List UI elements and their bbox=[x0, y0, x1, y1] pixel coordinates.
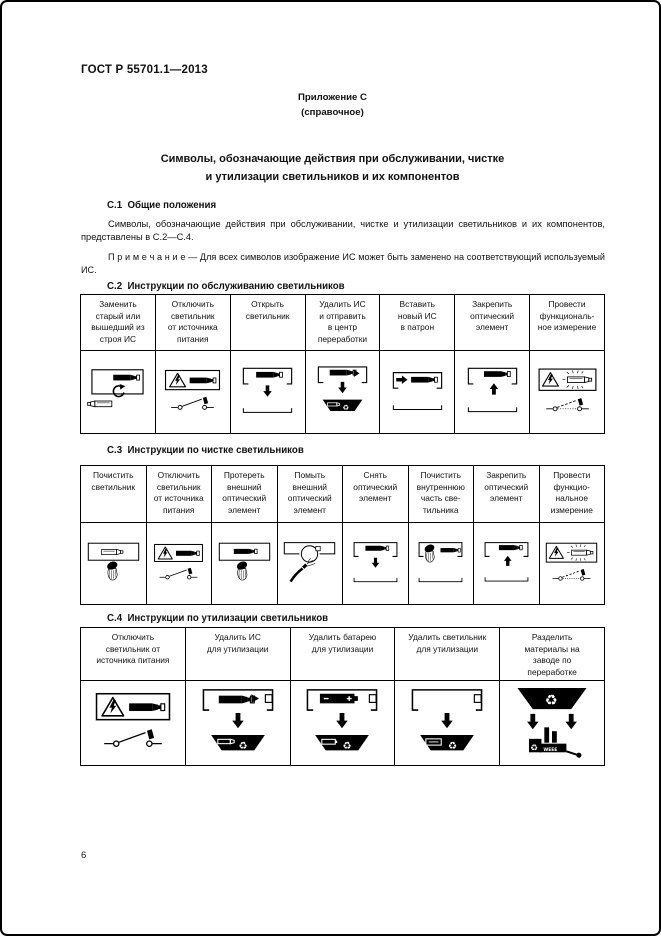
appendix-kind: (справочное) bbox=[301, 107, 364, 118]
section-c3-heading: С.3 Инструкции по чистке светильников bbox=[107, 445, 304, 456]
c2-header-cell: Заменить старый или вышедший из строя ИС bbox=[80, 294, 156, 351]
section-c2-heading: С.2 Инструкции по обслуживанию светильни… bbox=[107, 281, 345, 292]
c2-symbol-cell bbox=[80, 350, 156, 434]
c2-table: Заменить старый или вышедший из строя ИС… bbox=[80, 294, 605, 434]
c2-header-cell: Провести функциональ- ное измерение bbox=[529, 294, 605, 351]
clean-luminaire-icon bbox=[82, 526, 145, 602]
c3-header-cell: Отключить светильник от источника питани… bbox=[145, 465, 212, 523]
c4-symbol-cell bbox=[499, 680, 605, 767]
c3-header-cell: Помыть внешний оптический элемент bbox=[276, 465, 343, 523]
page-number: 6 bbox=[81, 850, 87, 861]
c4-symbol-cell bbox=[394, 680, 501, 767]
c3-symbol-cell bbox=[342, 522, 409, 605]
c3-symbol-cell bbox=[407, 522, 474, 605]
c2-symbol-cell bbox=[229, 350, 306, 434]
c2-header-cell: Закрепить оптический элемент bbox=[454, 294, 531, 351]
remove-lamp-to-recycling-icon bbox=[307, 354, 378, 431]
c3-symbol-row bbox=[80, 522, 605, 605]
c3-symbol-cell bbox=[473, 522, 540, 605]
c3-symbol-cell bbox=[211, 522, 278, 605]
fasten-optical-element-icon bbox=[475, 526, 538, 602]
section-c1-heading: С.1 Общие положения bbox=[107, 200, 217, 211]
fasten-optical-element-icon bbox=[457, 354, 528, 431]
disconnect-power-icon bbox=[157, 354, 228, 431]
document-number: ГОСТ Р 55701.1—2013 bbox=[81, 64, 208, 76]
c2-symbol-cell bbox=[379, 350, 456, 434]
page-title: Символы, обозначающие действия при обслу… bbox=[2, 151, 659, 186]
c3-header-row: Почистить светильник Отключить светильни… bbox=[80, 465, 605, 523]
wash-optical-element-icon bbox=[278, 526, 341, 602]
c3-header-cell: Снять оптический элемент bbox=[342, 465, 409, 523]
remove-optical-element-icon bbox=[344, 526, 407, 602]
title-line-1: Символы, обозначающие действия при обслу… bbox=[160, 153, 505, 165]
c3-header-cell: Провести функцио- нальное измерение bbox=[538, 465, 605, 523]
c3-symbol-cell bbox=[276, 522, 343, 605]
section-c4-heading: С.4 Инструкции по утилизации светильнико… bbox=[107, 613, 329, 624]
separate-materials-icon bbox=[504, 684, 600, 763]
recycle-lamp-icon bbox=[190, 684, 286, 763]
c2-symbol-cell bbox=[454, 350, 531, 434]
c4-header-cell: Разделить материалы на заводе по перераб… bbox=[499, 626, 605, 682]
c1-paragraph: Символы, обозначающие действия при обслу… bbox=[81, 219, 605, 243]
c2-header-cell: Отключить светильник от источника питани… bbox=[154, 294, 231, 351]
c3-header-cell: Почистить светильник bbox=[80, 465, 147, 523]
c3-symbol-cell bbox=[80, 522, 147, 605]
c4-symbol-row bbox=[80, 680, 605, 767]
functional-test-icon bbox=[532, 354, 603, 431]
c3-symbol-cell bbox=[145, 522, 212, 605]
wipe-optical-element-icon bbox=[213, 526, 276, 602]
title-line-2: и утилизации светильников и их компонент… bbox=[205, 170, 460, 183]
c3-header-cell: Протереть внешний оптический элемент bbox=[211, 465, 278, 523]
c2-header-cell: Открыть светильник bbox=[229, 294, 306, 351]
c2-symbol-cell bbox=[154, 350, 231, 434]
c3-symbol-cell bbox=[538, 522, 605, 605]
c2-symbol-cell bbox=[529, 350, 605, 434]
appendix-label: Приложение С bbox=[298, 92, 367, 103]
c2-header-cell: Удалить ИС и отправить в центр переработ… bbox=[304, 294, 381, 351]
c4-header-cell: Удалить батарею для утилизации bbox=[289, 626, 396, 682]
disconnect-power-icon bbox=[147, 526, 210, 602]
c4-header-cell: Отключить светильник от источника питани… bbox=[80, 626, 186, 682]
c2-symbol-row bbox=[80, 350, 605, 434]
recycle-battery-icon bbox=[294, 684, 390, 763]
clean-interior-icon bbox=[409, 526, 472, 602]
c3-header-cell: Почистить внутреннюю часть све- тильника bbox=[407, 465, 474, 523]
appendix-block: Приложение С (справочное) bbox=[2, 90, 659, 120]
c4-symbol-cell bbox=[80, 680, 186, 767]
functional-test-icon bbox=[540, 526, 603, 602]
c4-symbol-cell bbox=[184, 680, 291, 767]
open-luminaire-icon bbox=[232, 354, 303, 431]
c2-header-cell: Вставить новый ИС в патрон bbox=[379, 294, 456, 351]
c1-note: П р и м е ч а н и е — Для всех символов … bbox=[81, 252, 605, 275]
insert-new-lamp-icon bbox=[382, 354, 453, 431]
c4-table: Отключить светильник от источника питани… bbox=[80, 626, 605, 767]
c2-header-row: Заменить старый или вышедший из строя ИС… bbox=[80, 294, 605, 351]
c2-symbol-cell bbox=[304, 350, 381, 434]
disconnect-power-icon bbox=[85, 684, 181, 763]
c4-header-cell: Удалить ИС для утилизации bbox=[184, 626, 291, 682]
c3-header-cell: Закрепить оптический элемент bbox=[473, 465, 540, 523]
c4-symbol-cell bbox=[289, 680, 396, 767]
c3-table: Почистить светильник Отключить светильни… bbox=[80, 465, 605, 605]
recycle-luminaire-icon bbox=[399, 684, 495, 763]
c4-header-row: Отключить светильник от источника питани… bbox=[80, 626, 605, 682]
replace-lamp-icon bbox=[82, 354, 153, 431]
c4-header-cell: Удалить светильник для утилизации bbox=[394, 626, 501, 682]
